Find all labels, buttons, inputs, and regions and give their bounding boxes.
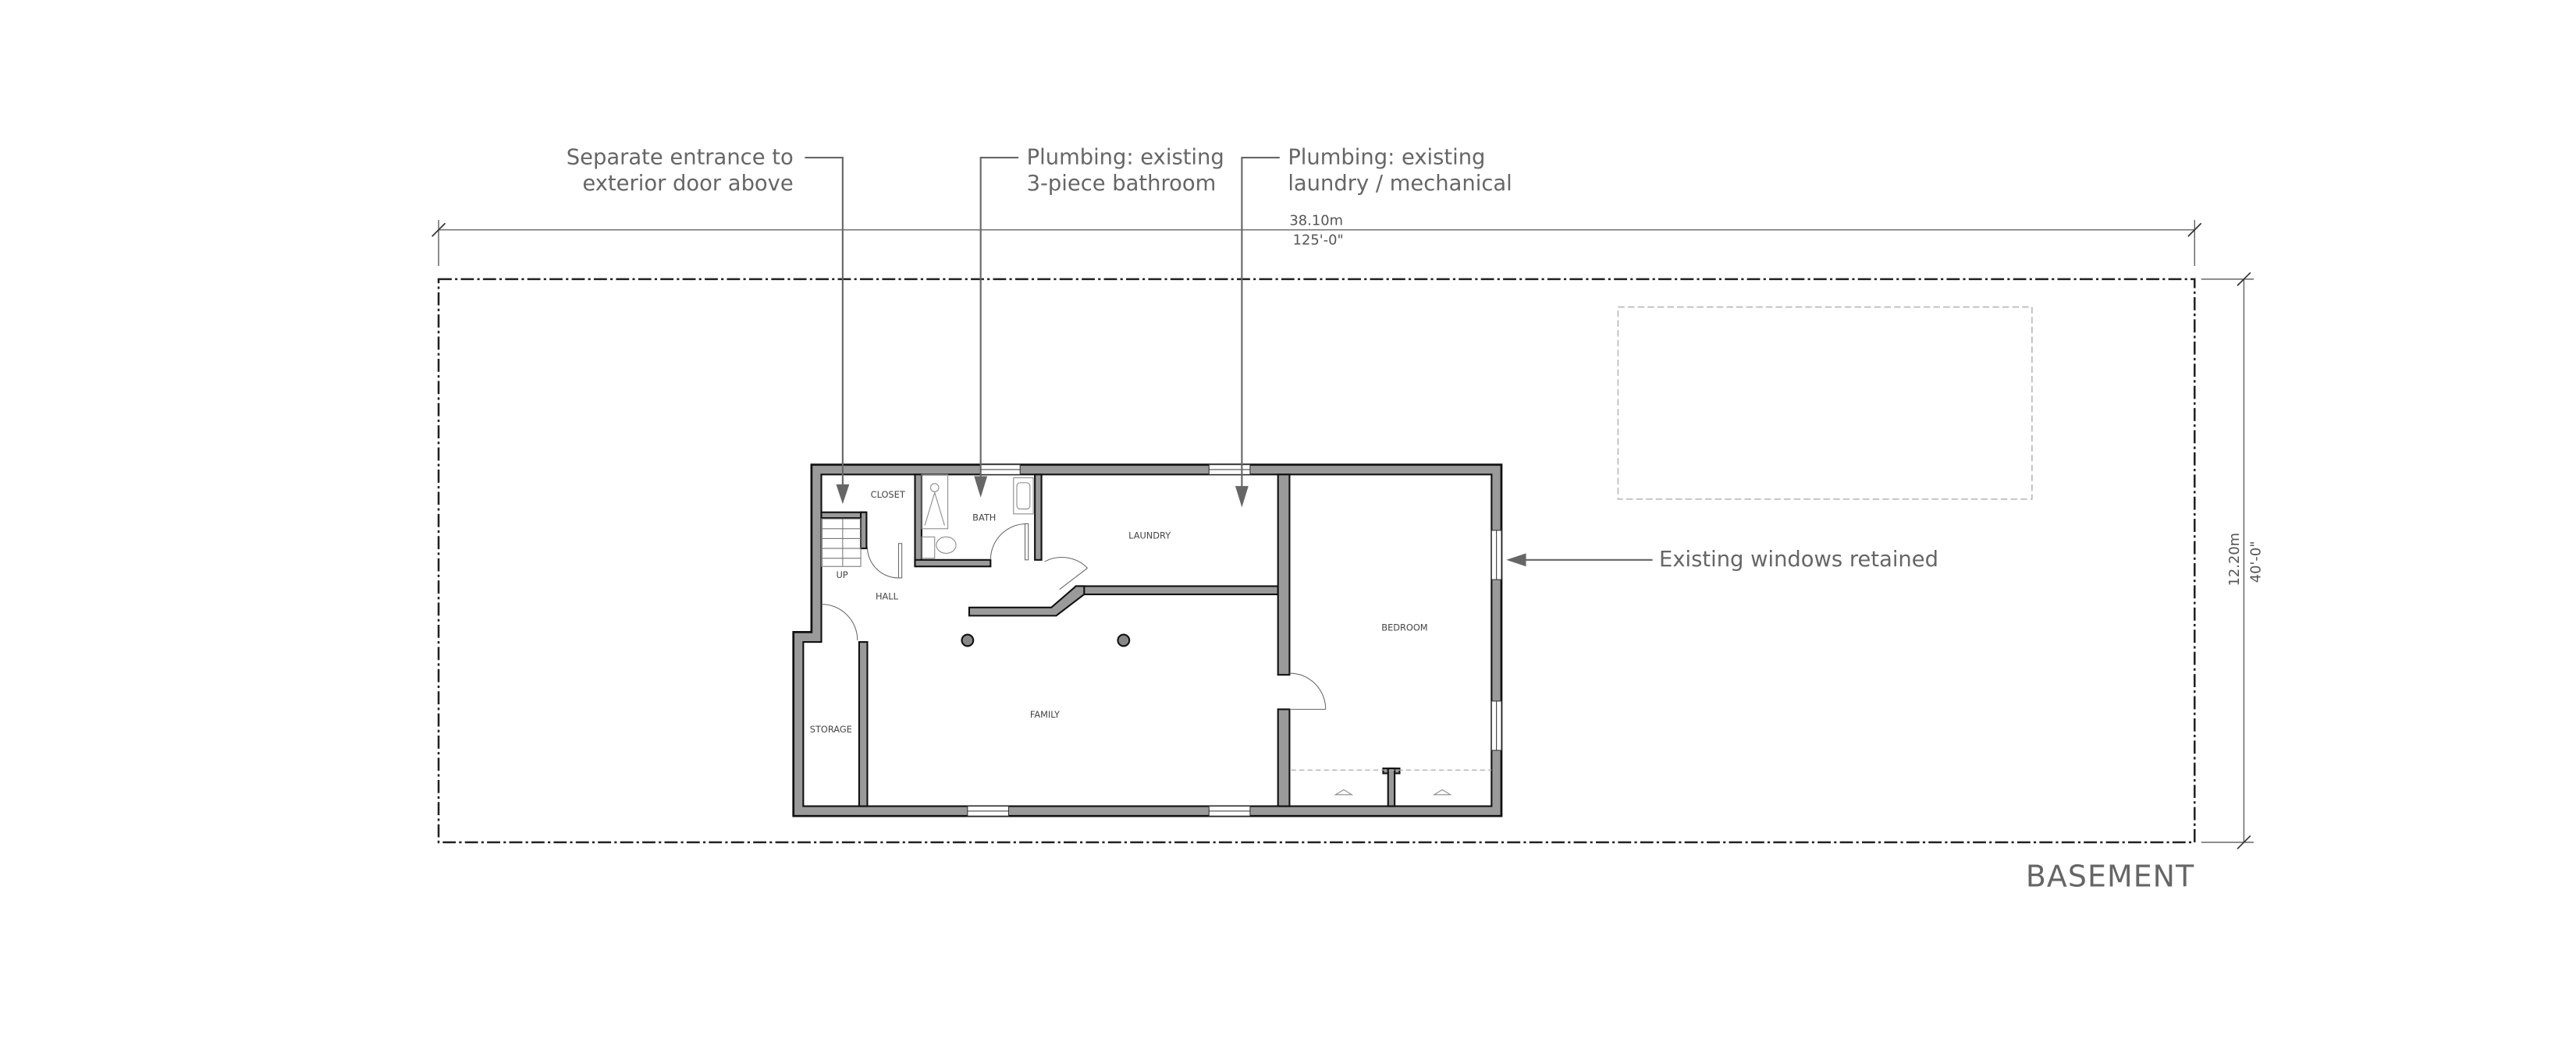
annotation-laundry: Plumbing: existing laundry / mechanical xyxy=(1235,146,1512,508)
annotation-windows: Existing windows retained xyxy=(1506,548,1938,572)
closet-rod-icon xyxy=(1334,789,1452,796)
room-label-bath: BATH xyxy=(972,512,996,523)
arrow-icon xyxy=(974,476,988,498)
arrow-icon xyxy=(1506,553,1526,567)
room-label-hall: HALL xyxy=(876,590,899,601)
building: CLOSET BATH LAUNDRY HALL UP BEDROOM FAMI… xyxy=(792,463,1503,817)
drawing-title: BASEMENT xyxy=(2026,860,2194,894)
annotation-bath-line1: Plumbing: existing xyxy=(1027,146,1224,170)
window xyxy=(967,464,1502,817)
bath-fixtures xyxy=(921,473,1034,559)
depth-imperial: 40'-0" xyxy=(2247,541,2264,583)
depth-metric: 12.20m xyxy=(2226,533,2243,587)
room-label-family: FAMILY xyxy=(1030,709,1060,720)
stairs xyxy=(820,518,862,567)
column xyxy=(1117,633,1131,647)
annotation-entrance-line2: exterior door above xyxy=(582,172,793,196)
annotation-windows-text: Existing windows retained xyxy=(1659,548,1938,572)
room-label-storage: STORAGE xyxy=(810,724,852,735)
annotation-laundry-line1: Plumbing: existing xyxy=(1288,146,1485,170)
column xyxy=(961,633,975,647)
annotation-entrance-line1: Separate entrance to xyxy=(567,146,794,170)
annotation-bath-line2: 3-piece bathroom xyxy=(1027,172,1217,196)
annotation-bathroom: Plumbing: existing 3-piece bathroom xyxy=(974,146,1224,498)
width-imperial: 125'-0" xyxy=(1293,232,1344,249)
width-metric: 38.10m xyxy=(1289,212,1343,229)
room-label-laundry: LAUNDRY xyxy=(1128,530,1171,541)
annotation-laundry-line2: laundry / mechanical xyxy=(1288,172,1512,196)
dashed-outline-above xyxy=(1617,306,2033,500)
property-line xyxy=(437,278,2196,844)
width-dimension: 38.10m 125'-0" xyxy=(432,212,2202,267)
depth-dimension: 12.20m 40'-0" xyxy=(2201,271,2264,849)
arrow-icon xyxy=(1235,486,1249,508)
room-label-bedroom: BEDROOM xyxy=(1381,622,1427,633)
annotation-entrance: Separate entrance to exterior door above xyxy=(567,146,850,505)
arrow-icon xyxy=(836,484,850,505)
stair-up-label: UP xyxy=(836,569,847,580)
door-swings xyxy=(821,523,1327,710)
room-label-closet: CLOSET xyxy=(871,489,905,500)
